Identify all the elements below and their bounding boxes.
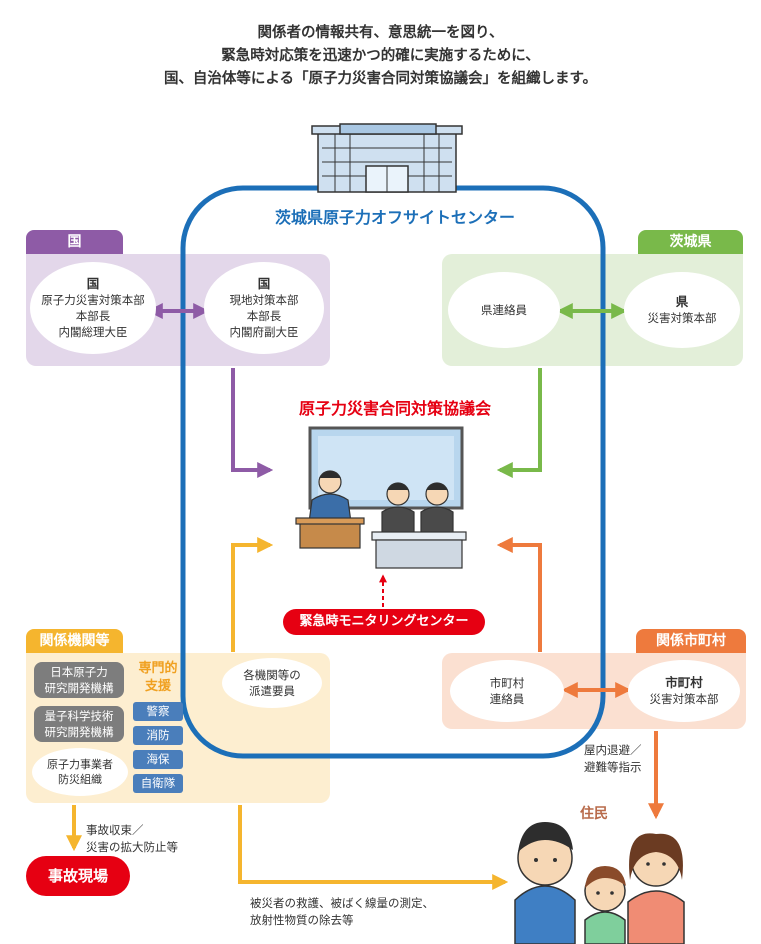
intro-line-1: 関係者の情報共有、意思統一を図り、	[257, 25, 504, 41]
jaea-line1: 日本原子力	[50, 665, 108, 679]
municipality-instruction: 屋内退避／ 避難等指示	[584, 742, 642, 776]
municipality-liaison-line2: 連絡員	[489, 692, 525, 706]
offsite-building-icon	[311, 123, 463, 193]
kuni-local-line3: 内閣府副大臣	[229, 325, 299, 339]
kuni-hq-title: 国	[86, 276, 100, 291]
fire-badge: 消防	[133, 726, 183, 745]
support-label: 専門的 支援	[130, 660, 186, 696]
support-line1: 専門的	[138, 661, 178, 676]
qst-line2: 研究開発機構	[44, 725, 114, 739]
kuni-local-hq-node: 国 現地対策本部 本部長 内閣府副大臣	[204, 262, 324, 354]
kuni-hq-line3: 内閣総理大臣	[58, 325, 128, 339]
operator-line1: 原子力事業者	[47, 758, 113, 771]
municipality-hq-title: 市町村	[665, 675, 703, 690]
ibaraki-hq-node: 県 災害対策本部	[624, 272, 740, 348]
intro-text: 関係者の情報共有、意思統一を図り、 緊急時対応策を迅速かつ的確に実施するために、…	[0, 22, 761, 91]
operator-box: 原子力事業者 防災組織	[32, 748, 128, 796]
intro-line-2: 緊急時対応策を迅速かつ的確に実施するために、	[221, 48, 540, 64]
dispatch-line1: 各機関等の	[243, 668, 301, 682]
municipality-hq-line1: 災害対策本部	[649, 692, 719, 706]
monitoring-center-badge: 緊急時モニタリングセンター	[283, 609, 485, 635]
offsite-center-title: 茨城県原子力オフサイトセンター	[274, 208, 515, 227]
council-meeting-illustration	[295, 426, 467, 569]
kuni-local-line1: 現地対策本部	[229, 293, 299, 307]
intro-line-3: 国、自治体等による「原子力災害合同対策協議会」を組織します。	[163, 71, 598, 87]
coastguard-badge: 海保	[133, 750, 183, 769]
residents-label: 住民	[580, 806, 608, 822]
ibaraki-tab: 茨城県	[638, 230, 743, 254]
accident-site-badge: 事故現場	[26, 856, 130, 896]
kuni-local-line2: 本部長	[246, 309, 282, 323]
residents-illustration	[514, 822, 685, 944]
agencies-action1-line1: 事故収束／	[86, 823, 144, 837]
municipality-to-council-arrow	[496, 537, 542, 652]
kuni-hq-line2: 本部長	[75, 309, 111, 323]
jaea-line2: 研究開発機構	[44, 681, 114, 695]
kuni-local-title: 国	[257, 276, 271, 291]
ibaraki-liaison-label: 県連絡員	[481, 303, 527, 317]
kuni-hq-line1: 原子力災害対策本部	[41, 293, 145, 307]
agencies-action2: 被災者の救護、被ばく線量の測定、 放射性物質の除去等	[250, 895, 434, 929]
municipality-hq-node: 市町村 災害対策本部	[628, 660, 740, 722]
instruction-line2: 避難等指示	[584, 760, 642, 774]
jaea-box: 日本原子力 研究開発機構	[34, 662, 124, 698]
agencies-tab: 関係機関等	[26, 629, 123, 653]
kuni-hq-node: 国 原子力災害対策本部 本部長 内閣総理大臣	[30, 262, 156, 354]
municipality-liaison-node: 市町村 連絡員	[450, 660, 564, 722]
municipality-liaison-line1: 市町村	[489, 676, 525, 690]
kuni-to-council-arrow	[231, 368, 274, 478]
dispatch-line2: 派遣要員	[249, 684, 295, 698]
municipality-tab: 関係市町村	[636, 629, 746, 653]
operator-line2: 防災組織	[58, 773, 102, 786]
agencies-action2-line2: 放射性物質の除去等	[250, 913, 354, 927]
police-badge: 警察	[133, 702, 183, 721]
ibaraki-to-council-arrow	[496, 368, 542, 478]
dispatch-node: 各機関等の 派遣要員	[222, 658, 322, 708]
agencies-to-residents-arrow	[238, 805, 509, 890]
agencies-action1: 事故収束／ 災害の拡大防止等	[86, 822, 178, 856]
qst-line1: 量子科学技術	[44, 709, 114, 723]
kuni-tab: 国	[26, 230, 123, 254]
agencies-to-council-arrow	[231, 537, 274, 652]
council-title: 原子力災害合同対策協議会	[298, 399, 491, 418]
instruction-line1: 屋内退避／	[584, 743, 642, 757]
qst-box: 量子科学技術 研究開発機構	[34, 706, 124, 742]
agencies-action1-line2: 災害の拡大防止等	[86, 840, 178, 854]
ibaraki-hq-line1: 災害対策本部	[647, 311, 717, 325]
agencies-action2-line1: 被災者の救護、被ばく線量の測定、	[250, 896, 434, 910]
ibaraki-hq-title: 県	[675, 294, 689, 309]
ibaraki-liaison-node: 県連絡員	[448, 272, 560, 348]
support-line2: 支援	[144, 679, 171, 694]
sdf-badge: 自衛隊	[133, 774, 183, 793]
